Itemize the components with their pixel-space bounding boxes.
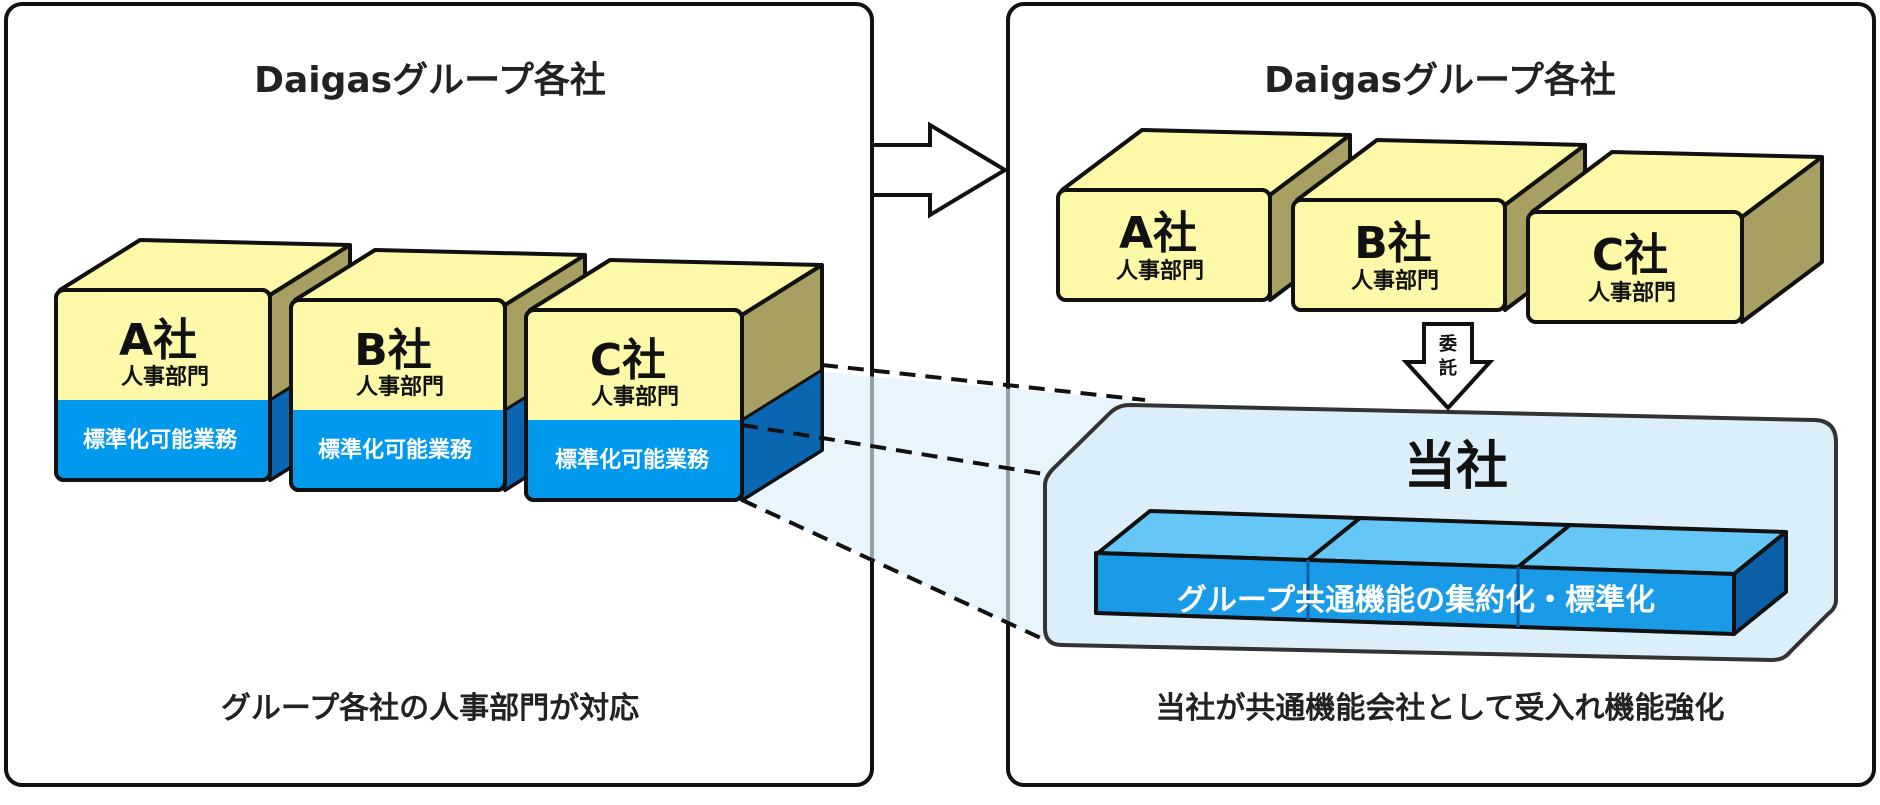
right-box-c-front: [1526, 210, 1744, 324]
left-box-a-std-band: [58, 400, 268, 478]
right-box-c-dept: 人事部門: [1588, 280, 1676, 306]
left-box-b-company: B社: [354, 325, 432, 376]
center-band-label: グループ共通機能の集約化・標準化: [1177, 583, 1655, 618]
left-box-a-company: A社: [119, 315, 197, 366]
left-box-b-std-band: [293, 410, 503, 488]
left-box-b-outline: [289, 298, 507, 492]
left-box-c-dept: 人事部門: [591, 384, 679, 410]
left-box-c-outline: [524, 308, 744, 502]
projection-wedge: [742, 365, 1135, 640]
left-box-a-std: 標準化可能業務: [83, 427, 238, 453]
left-box-c-std: 標準化可能業務: [555, 447, 710, 473]
delegate-label-1: 委: [1438, 334, 1457, 355]
right-box-b-company: B社: [1354, 218, 1432, 269]
delegate-label-2: 託: [1439, 357, 1457, 379]
left-box-c-company: C社: [590, 335, 666, 386]
left-box-b-dept: 人事部門: [356, 374, 444, 400]
left-panel-title: Daigasグループ各社: [254, 60, 606, 101]
projection-line-top: [821, 363, 1146, 402]
right-box-a-front: [1056, 188, 1272, 302]
right-box-b-front: [1291, 198, 1507, 312]
left-box-a-dept: 人事部門: [121, 364, 209, 390]
projection-line-bottom: [741, 498, 1046, 642]
left-box-a-outline: [54, 288, 272, 482]
transition-arrow: [870, 121, 1009, 219]
right-panel-caption: 当社が共通機能会社として受入れ機能強化: [1155, 691, 1724, 726]
left-box-b-std: 標準化可能業務: [318, 437, 473, 463]
right-box-a: A社 人事部門: [1056, 128, 1352, 302]
center-band-front: [1094, 551, 1736, 636]
center-band: グループ共通機能の集約化・標準化: [1094, 509, 1788, 636]
projection-line-middle: [741, 423, 1051, 477]
center-company-title: 当社: [1404, 437, 1508, 497]
right-box-b-dept: 人事部門: [1351, 268, 1439, 294]
right-panel-title: Daigasグループ各社: [1264, 60, 1616, 101]
delegate-arrow: [1401, 322, 1495, 411]
right-box-c: C社 人事部門: [1526, 150, 1824, 324]
left-box-c: C社 人事部門 標準化可能業務: [524, 258, 824, 502]
right-box-a-dept: 人事部門: [1116, 258, 1204, 284]
right-box-a-company: A社: [1119, 208, 1197, 259]
right-box-c-company: C社: [1592, 230, 1668, 281]
left-panel-caption: グループ各社の人事部門が対応: [221, 691, 639, 726]
left-box-c-std-band: [528, 420, 740, 498]
